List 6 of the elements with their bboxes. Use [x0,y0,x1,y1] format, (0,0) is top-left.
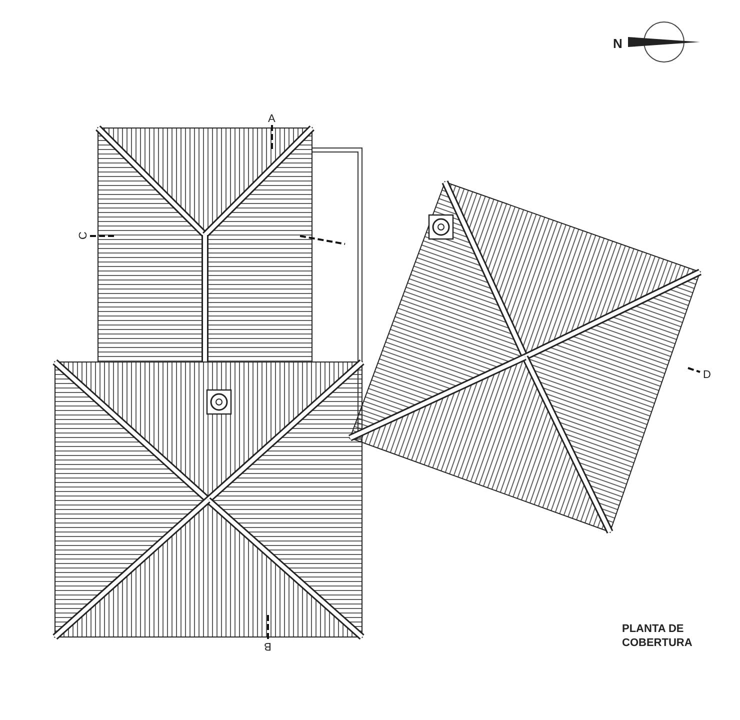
section-label: C [78,232,90,240]
drawing-title: PLANTA DE COBERTURA [622,622,694,650]
section-label: A [268,114,276,125]
section-label: B [264,640,272,651]
north-label: N [613,37,622,50]
section-label: D [703,370,711,381]
